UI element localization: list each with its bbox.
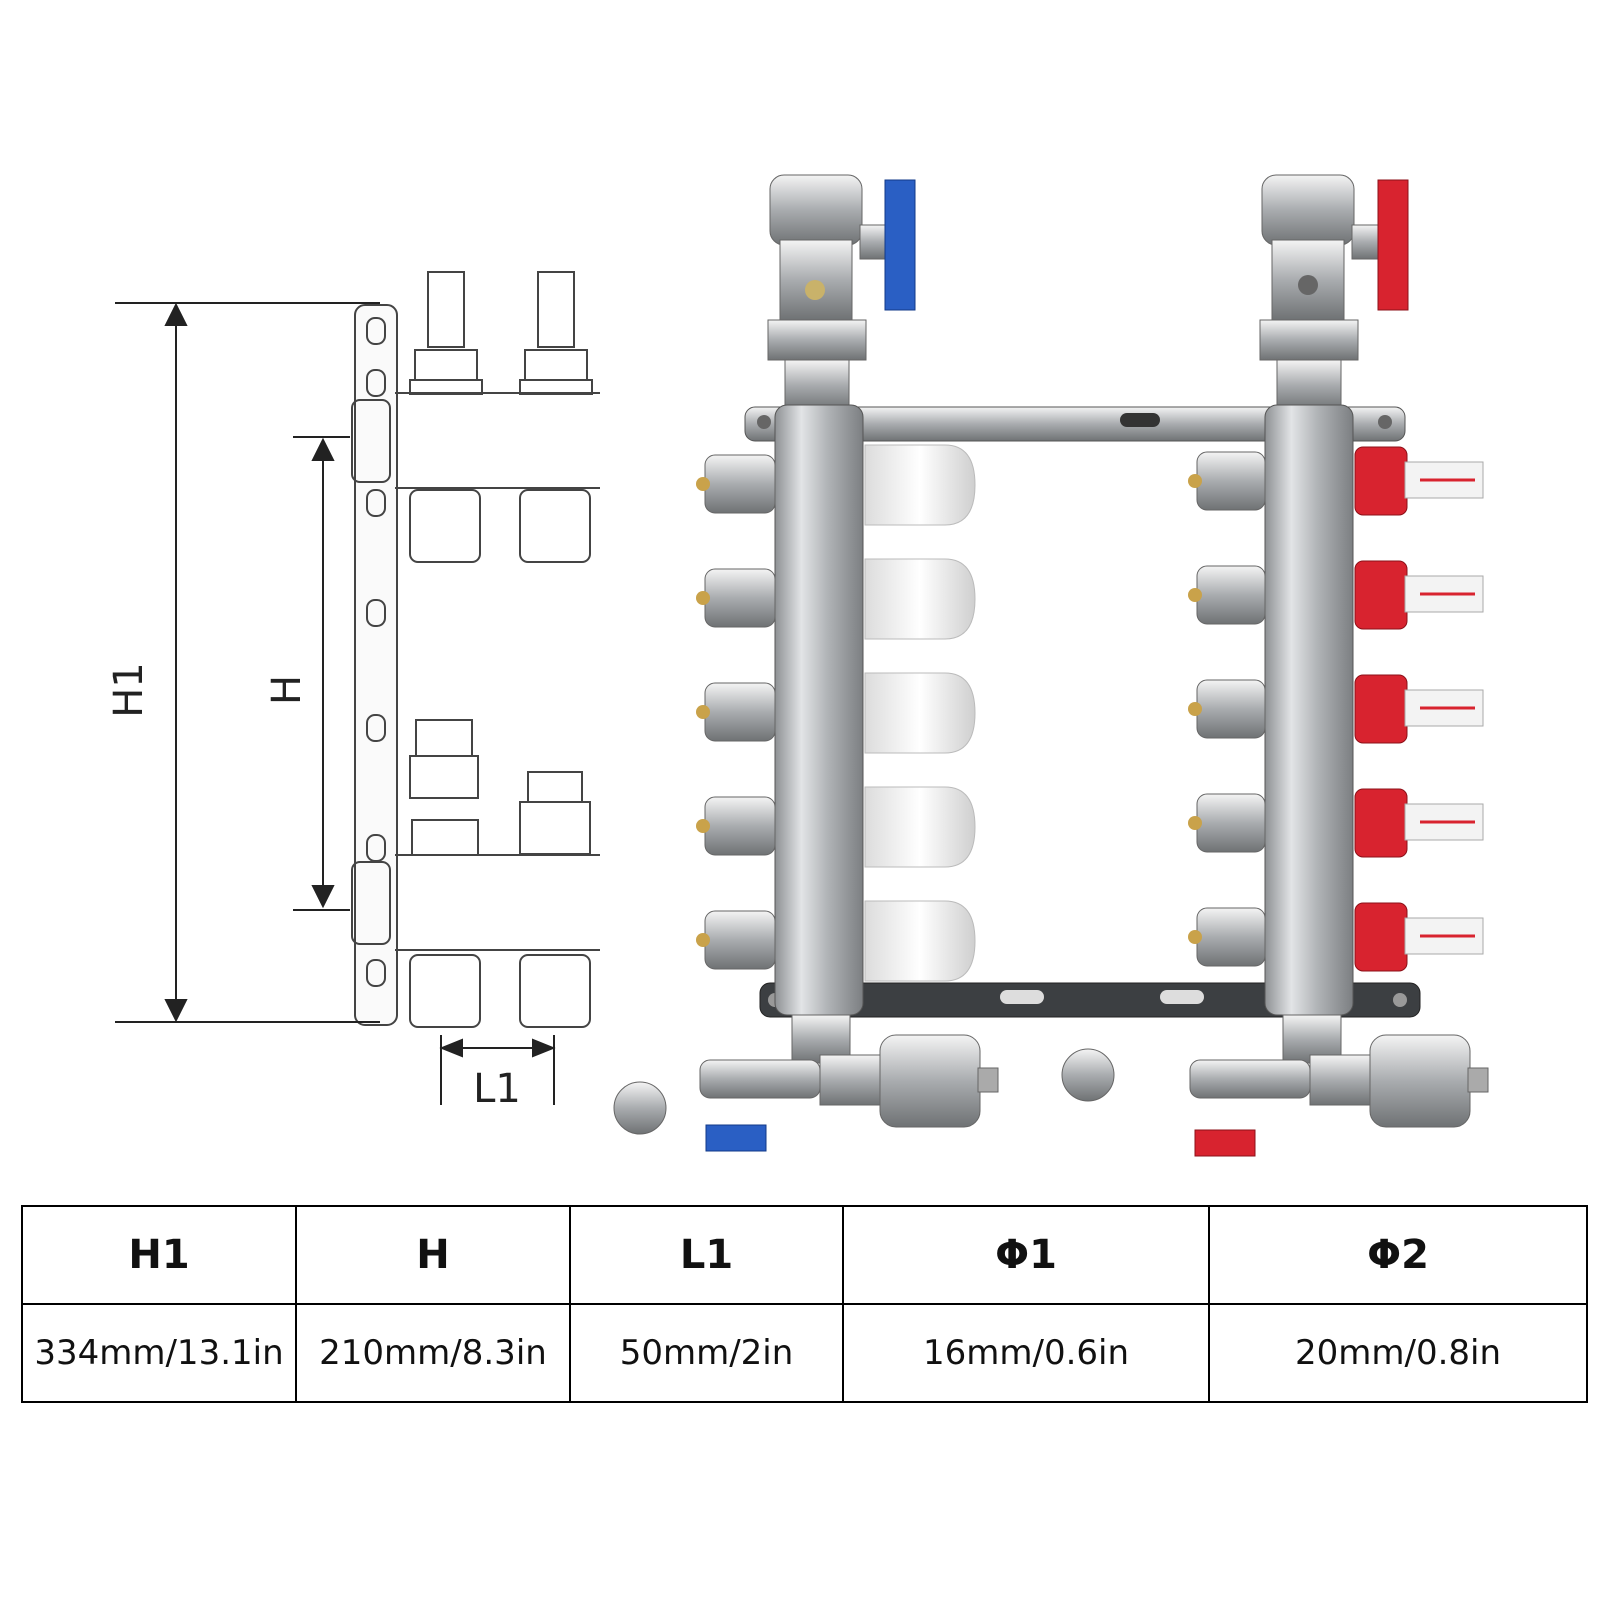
header-h1: H1 <box>21 1205 297 1305</box>
h-label: H <box>264 675 310 705</box>
mounting-bracket-bottom <box>759 982 1421 1018</box>
h1-label: H1 <box>106 662 152 718</box>
return-ball-valve <box>1259 174 1409 411</box>
supply-ball-valve <box>767 174 916 411</box>
value-h: 210mm/8.3in <box>295 1303 571 1403</box>
value-l1: 50mm/2in <box>569 1303 844 1403</box>
supply-outlets <box>696 444 976 982</box>
value-phi2: 20mm/0.8in <box>1208 1303 1588 1403</box>
supply-drain-assembly <box>613 1014 999 1152</box>
dimension-lines <box>115 302 556 1105</box>
flowmeter-drawing <box>409 271 593 395</box>
spec-header-row: H1 H L1 Φ1 Φ2 <box>21 1205 1588 1305</box>
spec-table: H1 H L1 Φ1 Φ2 334mm/13.1in 210mm/8.3in 5… <box>21 1205 1588 1403</box>
return-drain-assembly <box>1061 1014 1489 1157</box>
manifold-figure: H1 H L1 <box>106 174 1489 1157</box>
manifold-assembly <box>613 174 1489 1157</box>
header-h: H <box>295 1205 571 1305</box>
spec-value-row: 334mm/13.1in 210mm/8.3in 50mm/2in 16mm/0… <box>21 1303 1588 1403</box>
header-l1: L1 <box>569 1205 844 1305</box>
header-phi1: Φ1 <box>842 1205 1210 1305</box>
mounting-bracket-top <box>744 406 1406 442</box>
return-manifold-bar <box>1264 404 1354 1016</box>
header-phi2: Φ2 <box>1208 1205 1588 1305</box>
technical-drawing <box>351 271 600 1028</box>
value-h1: 334mm/13.1in <box>21 1303 297 1403</box>
l1-label: L1 <box>473 1066 521 1112</box>
return-outlets <box>1188 446 1484 972</box>
value-phi1: 16mm/0.6in <box>842 1303 1210 1403</box>
supply-manifold-bar <box>774 404 864 1016</box>
